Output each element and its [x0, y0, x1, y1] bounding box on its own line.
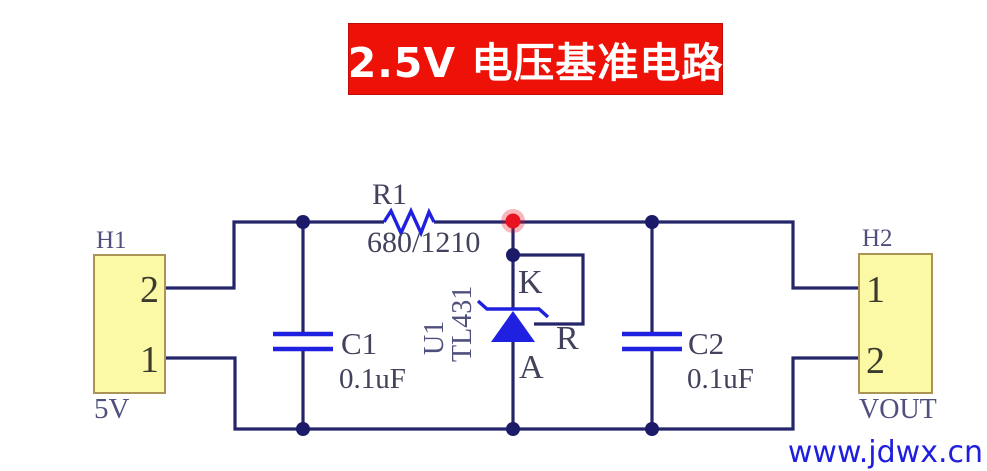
h2-ref-label: H2	[862, 225, 893, 252]
c2-ref-label: C2	[688, 326, 724, 361]
red-node-dot-icon	[505, 213, 521, 229]
junction-dot	[506, 248, 520, 262]
h2-net-label: VOUT	[859, 394, 937, 425]
junction-dot	[645, 215, 659, 229]
u1-cathode-pin-label: K	[518, 264, 543, 301]
h2-pin-2-label: 2	[866, 340, 885, 382]
wire-reference-feedback-loop	[513, 253, 585, 326]
h1-ref-label: H1	[96, 227, 127, 254]
tl431-triangle-icon	[491, 311, 535, 342]
wire-h1-pin2-to-rail	[166, 220, 384, 290]
u1-part-label: TL431	[447, 286, 478, 362]
junction-dot	[645, 422, 659, 436]
u1-reference-pin-label: R	[556, 320, 579, 357]
h1-pin-1-label: 1	[140, 339, 159, 381]
connector-h1-body	[93, 254, 166, 394]
resistor-zigzag-icon	[382, 206, 436, 238]
wire-top-rail-to-h2-pin1	[434, 220, 858, 290]
watermark-url: www.jdwx.cn	[787, 435, 983, 470]
u1-ref-label: U1	[419, 321, 450, 355]
title-banner: 2.5V 电压基准电路	[348, 23, 723, 95]
junction-dot	[506, 422, 520, 436]
c2-value-label: 0.1uF	[687, 363, 754, 395]
r1-ref-label: R1	[372, 178, 407, 211]
u1-anode-pin-label: A	[519, 349, 544, 386]
h2-pin-1-label: 1	[866, 269, 885, 311]
page-title: 2.5V 电压基准电路	[347, 39, 724, 87]
junction-dot	[296, 215, 310, 229]
connector-h2-body	[858, 253, 933, 394]
h1-net-label: 5V	[94, 393, 130, 425]
tl431-cathode-bar-icon	[476, 299, 550, 319]
c1-ref-label: C1	[341, 326, 377, 361]
r1-value-label: 680/1210	[367, 226, 480, 259]
h1-pin-2-label: 2	[140, 269, 159, 311]
junction-dot	[296, 422, 310, 436]
c1-value-label: 0.1uF	[339, 363, 406, 395]
